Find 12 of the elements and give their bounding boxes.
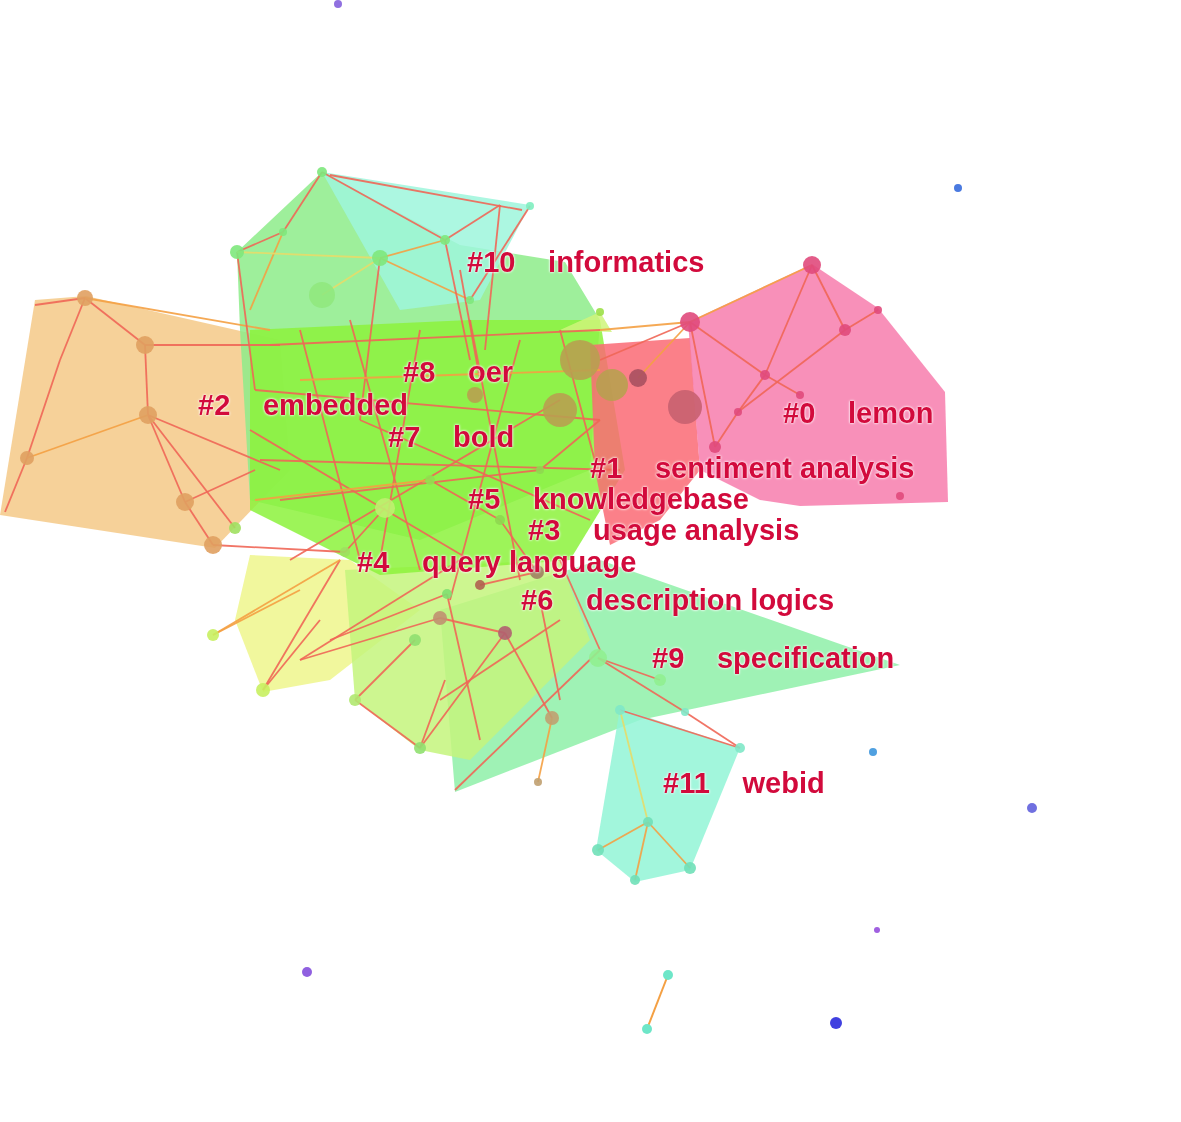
cluster-label: #0 lemon bbox=[783, 398, 934, 429]
cluster-label: #5 knowledgebase bbox=[468, 484, 749, 515]
cluster-label: #8 oer bbox=[403, 357, 514, 388]
cluster-label: #6 description logics bbox=[521, 585, 835, 616]
cluster-label: #11 webid bbox=[663, 768, 825, 799]
cluster-label: #2 embedded bbox=[198, 390, 408, 421]
cluster-label: #1 sentiment analysis bbox=[590, 453, 915, 484]
cluster-label: #10 informatics bbox=[467, 247, 705, 278]
cluster-label: #4 query language bbox=[357, 547, 637, 578]
cluster-label: #3 usage analysis bbox=[528, 515, 800, 546]
cluster-label: #7 bold bbox=[388, 422, 515, 453]
cluster-label: #9 specification bbox=[652, 643, 895, 674]
